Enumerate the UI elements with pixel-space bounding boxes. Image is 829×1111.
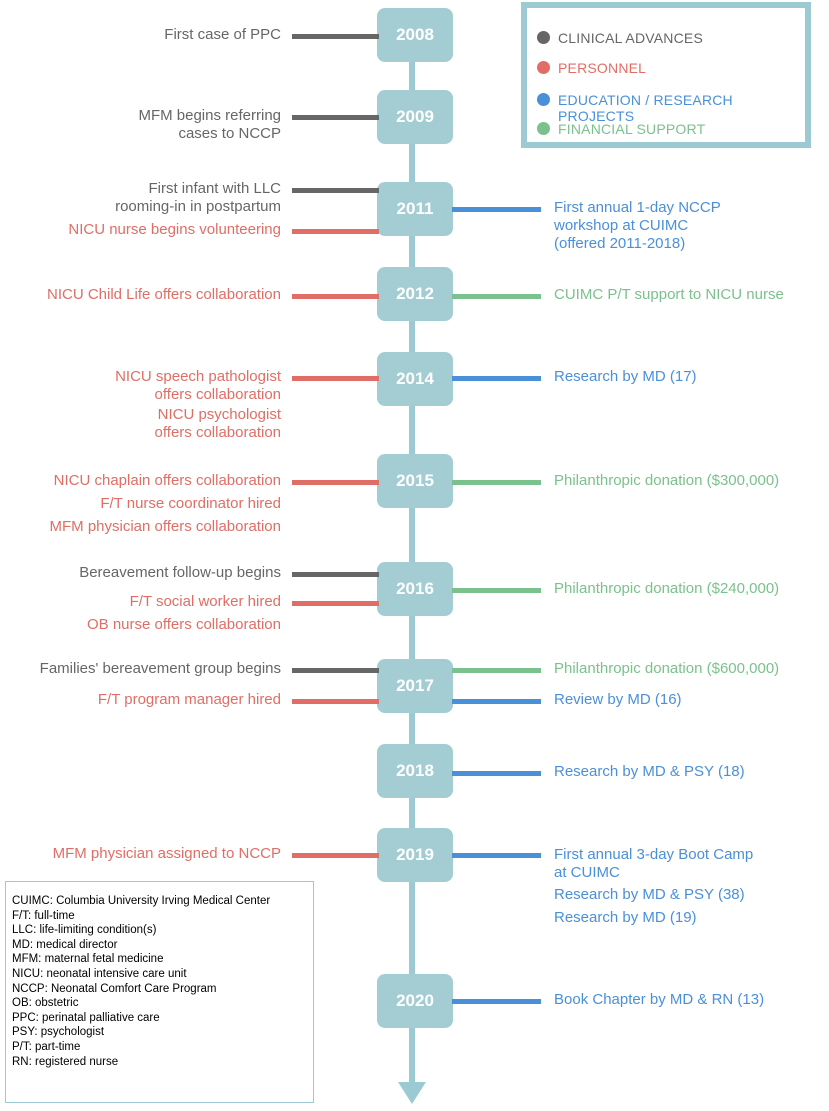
abbreviation-item: NICU: neonatal intensive care unit xyxy=(12,967,187,980)
timeline-arrow-head xyxy=(398,1082,426,1104)
year-box-2018: 2018 xyxy=(377,744,453,798)
right-connector-line xyxy=(452,480,541,485)
right-connector-line xyxy=(452,376,541,381)
left-event: MFM begins referring cases to NCCP xyxy=(138,107,281,142)
abbreviation-item: MD: medical director xyxy=(12,938,118,951)
year-box-2017: 2017 xyxy=(377,659,453,713)
legend-label-personnel: PERSONNEL xyxy=(558,60,647,76)
legend-swatch-clinical xyxy=(537,31,550,44)
right-event: Philanthropic donation ($240,000) xyxy=(554,580,780,597)
left-event: NICU nurse begins volunteering xyxy=(68,221,281,238)
abbreviation-item: MFM: maternal fetal medicine xyxy=(12,953,164,966)
right-event: Research by MD (19) xyxy=(554,909,697,926)
year-box-2020: 2020 xyxy=(377,974,453,1028)
year-box-2009: 2009 xyxy=(377,90,453,144)
abbreviation-item: LLC: life-limiting condition(s) xyxy=(12,924,157,937)
right-event: CUIMC P/T support to NICU nurse xyxy=(554,286,784,303)
right-event: Philanthropic donation ($300,000) xyxy=(554,472,780,489)
right-event: Philanthropic donation ($600,000) xyxy=(554,660,780,677)
left-event: OB nurse offers collaboration xyxy=(87,616,281,633)
right-connector-line xyxy=(452,999,541,1004)
right-connector-line xyxy=(452,588,541,593)
abbreviation-item: RN: registered nurse xyxy=(12,1055,119,1068)
left-event: Families' bereavement group begins xyxy=(39,660,281,677)
year-label: 2019 xyxy=(396,845,434,864)
year-box-2015: 2015 xyxy=(377,454,453,508)
year-label: 2009 xyxy=(396,107,434,126)
year-label: 2016 xyxy=(396,579,434,598)
right-connector-line xyxy=(452,771,541,776)
year-label: 2014 xyxy=(396,369,434,388)
legend-swatch-personnel xyxy=(537,61,550,74)
right-event: Research by MD & PSY (38) xyxy=(554,886,745,903)
right-event: First annual 1-day NCCP workshop at CUIM… xyxy=(554,199,721,252)
year-box-2011: 2011 xyxy=(377,182,453,236)
right-event: Research by MD (17) xyxy=(554,368,697,385)
year-label: 2011 xyxy=(396,199,434,218)
right-connector-line xyxy=(452,207,541,212)
year-label: 2017 xyxy=(396,676,434,695)
right-connector-line xyxy=(452,294,541,299)
abbreviation-item: F/T: full-time xyxy=(12,909,75,922)
abbreviation-item: P/T: part-time xyxy=(12,1040,81,1053)
left-event: F/T social worker hired xyxy=(129,593,281,610)
abbreviation-item: PSY: psychologist xyxy=(12,1026,105,1039)
legend: CLINICAL ADVANCES PERSONNEL EDUCATION / RE… xyxy=(521,2,811,148)
left-event: MFM physician assigned to NCCP xyxy=(52,845,281,862)
left-event: NICU speech pathologist offers collabora… xyxy=(115,368,281,403)
left-event: F/T program manager hired xyxy=(97,691,281,708)
left-connector-line xyxy=(292,34,379,39)
year-box-2016: 2016 xyxy=(377,562,453,616)
year-box-2019: 2019 xyxy=(377,828,453,882)
left-event: First case of PPC xyxy=(164,26,281,43)
left-connector-line xyxy=(292,229,379,234)
left-connector-line xyxy=(292,480,379,485)
right-connector-line xyxy=(452,668,541,673)
right-event: Research by MD & PSY (18) xyxy=(554,763,745,780)
left-event: NICU chaplain offers collaboration xyxy=(53,472,281,489)
year-label: 2018 xyxy=(396,761,434,780)
year-label: 2012 xyxy=(396,284,434,303)
right-event: Book Chapter by MD & RN (13) xyxy=(554,991,765,1008)
year-box-2014: 2014 xyxy=(377,352,453,406)
abbreviation-item: PPC: perinatal palliative care xyxy=(12,1011,160,1024)
abbreviation-item: OB: obstetric xyxy=(12,997,79,1010)
left-connector-line xyxy=(292,699,379,704)
abbreviations-box: CUIMC: Columbia University Irving Medica… xyxy=(5,881,314,1103)
left-connector-line xyxy=(292,294,379,299)
left-connector-line xyxy=(292,668,379,673)
left-event: MFM physician offers collaboration xyxy=(49,518,282,535)
legend-label-financial: FINANCIAL SUPPORT xyxy=(558,121,706,137)
left-event: NICU psychologist offers collaboration xyxy=(154,406,281,441)
left-connector-line xyxy=(292,601,379,606)
left-connector-line xyxy=(292,376,379,381)
left-connector-line xyxy=(292,572,379,577)
legend-label-education: EDUCATION / RESEARCH PROJECTS xyxy=(558,92,733,124)
year-label: 2015 xyxy=(396,471,434,490)
right-connector-line xyxy=(452,699,541,704)
year-label: 2020 xyxy=(396,991,434,1010)
right-event: First annual 3-day Boot Camp at CUIMC xyxy=(554,846,754,881)
timeline-spine xyxy=(409,20,415,1085)
year-box-2008: 2008 xyxy=(377,8,453,62)
left-connector-line xyxy=(292,115,379,120)
year-box-2012: 2012 xyxy=(377,267,453,321)
left-connector-line xyxy=(292,853,379,858)
left-event: Bereavement follow-up begins xyxy=(79,564,281,581)
abbreviation-item: NCCP: Neonatal Comfort Care Program xyxy=(12,982,217,995)
left-event: NICU Child Life offers collaboration xyxy=(46,286,281,303)
year-label: 2008 xyxy=(396,25,434,44)
left-event: F/T nurse coordinator hired xyxy=(100,495,281,512)
right-event: Review by MD (16) xyxy=(554,691,682,708)
left-connector-line xyxy=(292,188,379,193)
right-connector-line xyxy=(452,853,541,858)
legend-label-clinical: CLINICAL ADVANCES xyxy=(558,30,703,46)
left-event: First infant with LLC rooming-in in post… xyxy=(115,180,281,215)
legend-swatch-financial xyxy=(537,122,550,135)
abbreviation-item: CUIMC: Columbia University Irving Medica… xyxy=(12,895,271,907)
legend-swatch-education xyxy=(537,93,550,106)
